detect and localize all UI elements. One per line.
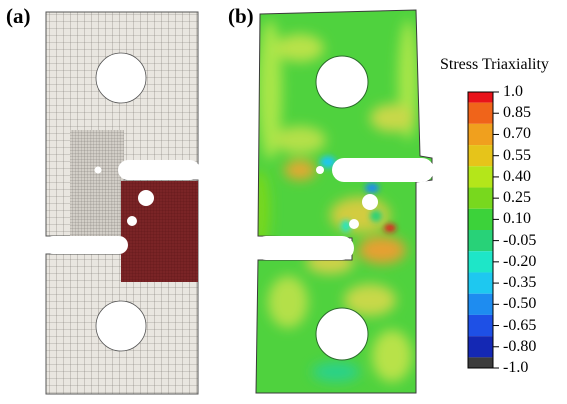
colorbar-tick-label: 0.25 [503,189,531,207]
colorbar-tick-label: -0.50 [503,295,537,313]
panel-a-hole-bottom [95,300,147,352]
colorbar-tick-label: 0.55 [503,146,531,164]
colorbar-swatch [468,92,493,103]
colorbar-swatch [468,123,493,146]
colorbar-frame [467,91,494,369]
colorbar-swatch [468,208,493,230]
colorbar-tick-label: -0.35 [503,274,537,292]
panel-a-notch-right [118,160,200,180]
panel-b-hole-bottom [315,307,369,361]
panel-b-hole-small-3 [316,166,324,174]
colorbar-swatch [468,230,493,252]
panel-a-hole-top [95,52,147,104]
colorbar-swatch [468,314,493,337]
panel-a-hole-small-3 [94,166,102,174]
panel-b-notch-right [332,158,434,182]
panel-a-dense-zone [70,130,124,236]
colorbar [467,91,499,369]
colorbar-swatch [468,357,493,368]
colorbar-swatch [468,336,493,358]
colorbar-swatch [468,251,493,273]
colorbar-swatch [468,293,493,315]
panel-b-hole-small-2 [349,219,359,229]
panel-b-hole-small-1 [362,194,378,210]
colorbar-tick-label: -0.80 [503,337,537,355]
panel-b-hole-top [315,55,369,109]
colorbar-tick-label: 0.40 [503,167,531,185]
colorbar-tick-label: -0.05 [503,231,537,249]
colorbar-swatch [468,272,493,294]
panel-a-hole-small-2 [127,216,137,226]
colorbar-swatch [468,187,493,209]
legend-title: Stress Triaxiality [440,56,549,73]
panel-b-field [254,9,434,394]
panel-a-hole-small-1 [138,190,154,206]
colorbar-tick-label: 1.0 [503,83,523,100]
colorbar-tick-label: -0.20 [503,252,537,270]
panel-a-label: (a) [6,4,31,28]
colorbar-tick-label: -0.65 [503,316,537,334]
panel-b-outline [255,9,433,394]
colorbar-tick-label: -1.0 [503,359,529,376]
panel-b-notch-left [254,236,354,260]
panel-a-refined-region [121,181,198,282]
colorbar-swatch [468,166,493,188]
colorbar-tick-label: 0.85 [503,104,531,122]
panel-a-notch-left [44,236,128,254]
panel-b-label: (b) [228,4,254,28]
colorbar-swatch [468,145,493,167]
colorbar-swatch [468,102,493,124]
colorbar-tick-label: 0.10 [503,210,531,228]
colorbar-tick-label: 0.70 [503,125,531,143]
panel-a-mesh [44,11,200,395]
